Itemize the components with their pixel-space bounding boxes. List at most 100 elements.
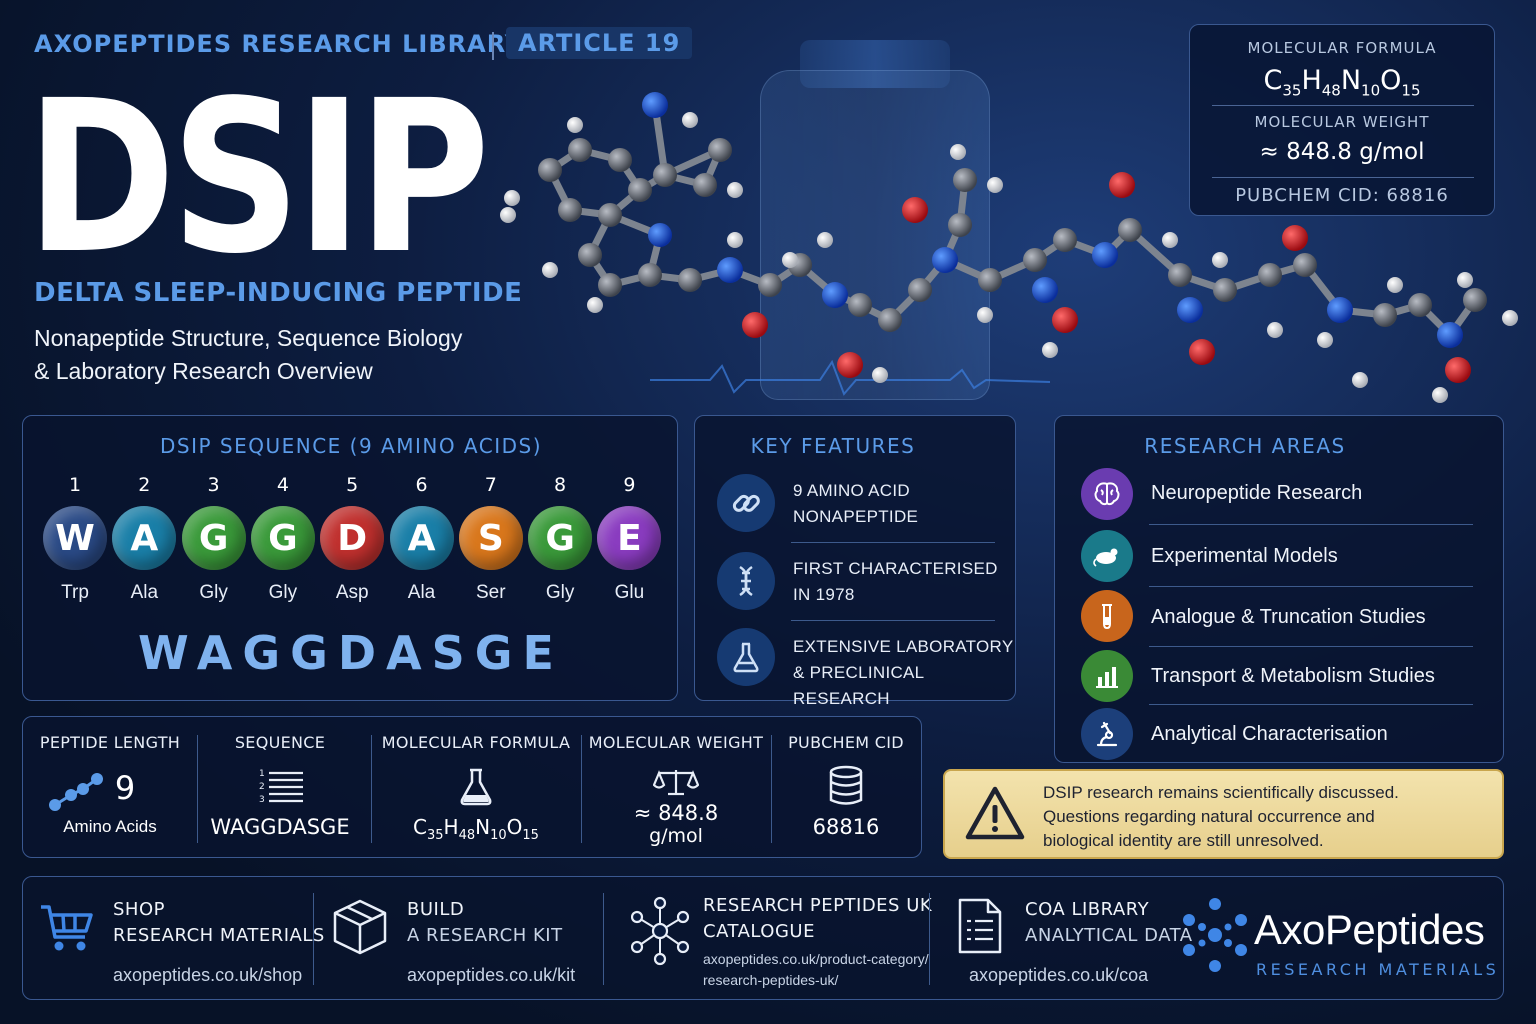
- footer-heading: A RESEARCH KIT: [407, 925, 563, 946]
- catalogue-url[interactable]: axopeptides.co.uk/product-category/ rese…: [703, 949, 929, 991]
- divider: [1149, 646, 1473, 647]
- divider: [791, 620, 995, 621]
- residue-number: 6: [415, 474, 428, 496]
- residue-ball: G: [250, 506, 315, 570]
- box-icon[interactable]: [331, 897, 389, 957]
- feature-text: 9 AMINO ACID NONAPEPTIDE: [793, 478, 918, 530]
- residue-name: Ala: [407, 582, 436, 603]
- numbered-list-icon: 123: [259, 769, 303, 805]
- tagline: Nonapeptide Structure, Sequence Biology …: [34, 322, 462, 388]
- stat-label: MOLECULAR FORMULA: [381, 733, 571, 752]
- svg-text:2: 2: [259, 782, 265, 792]
- feature-line: NONAPEPTIDE: [793, 507, 919, 526]
- url-line: research-peptides-uk/: [703, 972, 839, 988]
- formula-n-sub: 10: [490, 828, 507, 843]
- warning-icon: [965, 786, 1025, 840]
- stat-pubchem-cid: PUBCHEM CID 68816: [771, 717, 921, 859]
- residue-number: 1: [68, 474, 82, 496]
- stat-label: MOLECULAR WEIGHT: [588, 733, 764, 752]
- stat-value: 9: [114, 769, 136, 807]
- research-area-label: Neuropeptide Research: [1151, 482, 1363, 504]
- footer-heading: RESEARCH PEPTIDES UK: [703, 895, 933, 916]
- catalogue-link[interactable]: RESEARCH PEPTIDES UK CATALOGUE: [703, 893, 932, 945]
- tagline-line-2: & Laboratory Research Overview: [34, 358, 373, 384]
- residue-number: 7: [484, 474, 497, 496]
- document-icon[interactable]: [957, 897, 1003, 955]
- stat-molecular-weight: MOLECULAR WEIGHT ≈ 848.8 g/mol: [581, 717, 771, 859]
- divider: [791, 542, 995, 543]
- formula-o: O: [1380, 65, 1402, 96]
- divider: [197, 735, 198, 843]
- stat-value: WAGGDASGE: [210, 815, 350, 839]
- formula-value: C35H48N10O15: [1190, 65, 1494, 99]
- research-area-label: Analogue & Truncation Studies: [1151, 606, 1426, 628]
- molecular-formula-card: MOLECULAR FORMULA C35H48N10O15 MOLECULAR…: [1189, 24, 1495, 216]
- sequence-full: WAGGDASGE: [138, 626, 564, 680]
- residue-ball: E: [597, 506, 662, 570]
- warning-notice: DSIP research remains scientifically dis…: [943, 769, 1504, 859]
- brand-tagline: RESEARCH MATERIALS: [1256, 960, 1500, 979]
- formula-n: N: [1340, 65, 1362, 96]
- stat-value: C35H48N10O15: [371, 815, 581, 843]
- formula-c: C: [413, 815, 427, 839]
- feature-line: 9 AMINO ACID: [793, 481, 910, 500]
- page-subtitle: DELTA SLEEP-INDUCING PEPTIDE: [34, 278, 523, 308]
- stat-peptide-length: PEPTIDE LENGTH 9 Amino Acids: [23, 717, 197, 859]
- shop-url[interactable]: axopeptides.co.uk/shop: [113, 965, 303, 985]
- brand-logo-icon: [1183, 898, 1247, 972]
- residue-number: 5: [346, 474, 359, 496]
- coa-url[interactable]: axopeptides.co.uk/coa: [969, 965, 1149, 985]
- divider: [1212, 177, 1474, 178]
- weight-value: ≈ 848.8 g/mol: [1259, 139, 1425, 165]
- formula-o-sub: 15: [1401, 81, 1421, 100]
- divider: [929, 893, 930, 985]
- formula-c: C: [1263, 65, 1283, 96]
- footer-bar: SHOP RESEARCH MATERIALS axopeptides.co.u…: [22, 876, 1504, 1000]
- flask-icon: [717, 628, 775, 686]
- header-divider: [492, 32, 494, 60]
- chain-icon: [49, 773, 103, 811]
- research-areas-heading: RESEARCH AREAS: [1144, 434, 1346, 458]
- feature-line: FIRST CHARACTERISED: [793, 559, 998, 578]
- divider: [581, 735, 582, 843]
- page-title: DSIP: [26, 55, 490, 300]
- formula-o: O: [506, 815, 523, 839]
- brand-name: AxoPeptides: [1254, 906, 1485, 953]
- feature-line: & PRECLINICAL RESEARCH: [793, 663, 924, 708]
- residue-name: Glu: [614, 582, 645, 603]
- scale-icon: [653, 770, 699, 796]
- kit-link[interactable]: BUILD A RESEARCH KIT: [407, 897, 563, 949]
- ecg-line: [650, 359, 1051, 396]
- research-areas-panel: RESEARCH AREAS Neuropeptide Research Exp…: [1054, 415, 1504, 763]
- stat-value: ≈ 848.8: [633, 801, 719, 825]
- warning-line: Questions regarding natural occurrence a…: [1043, 807, 1375, 826]
- coa-link[interactable]: COA LIBRARY ANALYTICAL DATA: [1025, 897, 1193, 949]
- cart-icon[interactable]: [39, 903, 95, 953]
- research-area-label: Transport & Metabolism Studies: [1151, 665, 1435, 687]
- network-icon[interactable]: [631, 895, 689, 967]
- formula-c-sub: 35: [427, 828, 444, 843]
- residue-name: Ala: [130, 582, 159, 603]
- article-badge: ARTICLE 19: [506, 27, 693, 59]
- url-line: axopeptides.co.uk/product-category/: [703, 951, 929, 967]
- residue-number: 9: [623, 474, 636, 496]
- stat-label: PEPTIDE LENGTH: [39, 733, 181, 752]
- footer-heading: ANALYTICAL DATA: [1025, 925, 1193, 946]
- weight-label: MOLECULAR WEIGHT: [1254, 113, 1430, 131]
- stat-unit: Amino Acids: [63, 817, 157, 836]
- brain-icon: [1081, 468, 1133, 520]
- residue-name: Gly: [545, 582, 575, 603]
- key-features-panel: KEY FEATURES 9 AMINO ACID NONAPEPTIDE FI…: [694, 415, 1016, 708]
- stat-molecular-formula: MOLECULAR FORMULA C35H48N10O15: [371, 717, 581, 859]
- kit-url[interactable]: axopeptides.co.uk/kit: [407, 965, 576, 985]
- residue-ball: G: [528, 506, 593, 570]
- shop-link[interactable]: SHOP RESEARCH MATERIALS: [113, 897, 325, 949]
- formula-n-sub: 10: [1361, 81, 1381, 100]
- divider: [313, 893, 314, 985]
- warning-line: biological identity are still unresolved…: [1043, 831, 1324, 850]
- formula-h-sub: 48: [1321, 81, 1341, 100]
- vial-cap-graphic: [800, 40, 950, 88]
- molecule-illustration: [500, 92, 1518, 403]
